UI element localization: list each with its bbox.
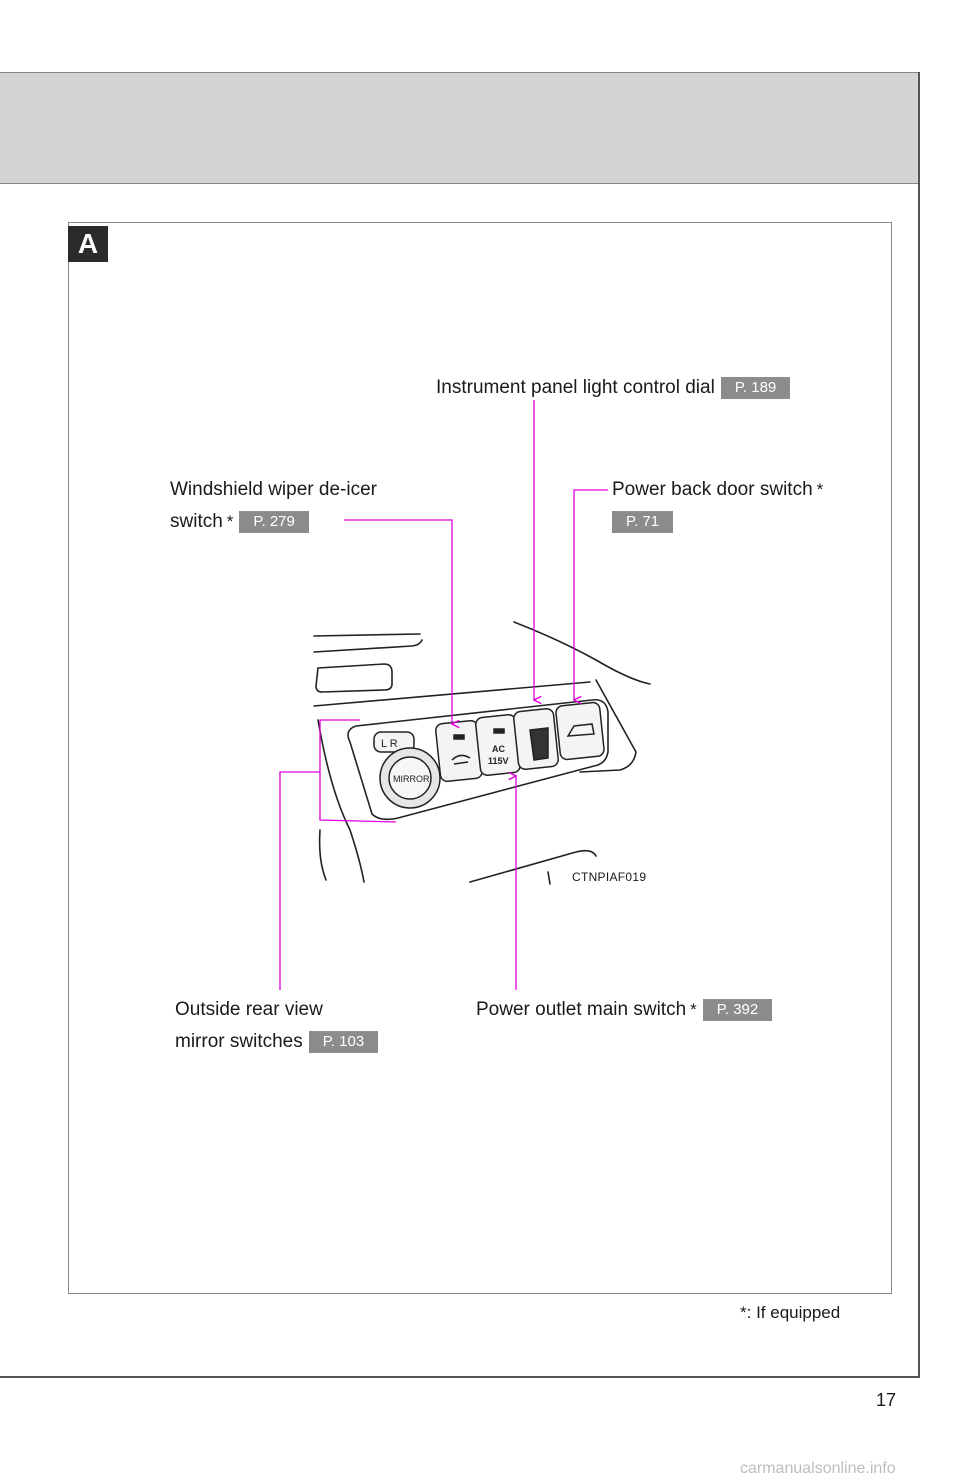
header-band bbox=[0, 72, 918, 184]
watermark: carmanualsonline.info bbox=[740, 1460, 896, 1477]
equipped-star: * bbox=[226, 512, 234, 531]
callout-wiper-deicer: Windshield wiper de-icer switch* P. 279 bbox=[170, 474, 377, 538]
equipped-star: * bbox=[816, 480, 824, 499]
equipped-star: * bbox=[690, 1000, 697, 1019]
callout-instrument-panel-label: Instrument panel light control dial bbox=[436, 377, 715, 398]
ref-instrument-panel[interactable]: P. 189 bbox=[720, 376, 791, 399]
page-frame-bottom bbox=[0, 1376, 920, 1378]
section-tab: A bbox=[68, 226, 108, 262]
page-number: 17 bbox=[876, 1390, 897, 1410]
callout-wiper-deicer-line1: Windshield wiper de-icer bbox=[170, 479, 377, 500]
ref-power-outlet[interactable]: P. 392 bbox=[702, 998, 773, 1021]
page-frame-right bbox=[918, 72, 920, 1378]
footnote-text: : If equipped bbox=[746, 1303, 841, 1322]
footnote: *: If equipped bbox=[740, 1303, 840, 1323]
callout-mirror-line1: Outside rear view bbox=[175, 999, 323, 1020]
ref-wiper-deicer[interactable]: P. 279 bbox=[239, 510, 309, 533]
figure-code: CTNPIAF019 bbox=[572, 870, 647, 884]
footnote-star: * bbox=[740, 1303, 747, 1322]
callout-power-outlet: Power outlet main switch* P. 392 bbox=[476, 994, 773, 1026]
ref-power-back-door[interactable]: P. 71 bbox=[612, 510, 674, 533]
callout-power-back-door: Power back door switch* P. 71 bbox=[612, 474, 823, 538]
callout-mirror-line2: mirror switches bbox=[175, 1031, 303, 1052]
ref-mirror-switches[interactable]: P. 103 bbox=[308, 1030, 379, 1053]
callout-wiper-deicer-line2: switch bbox=[170, 511, 223, 532]
section-box bbox=[68, 222, 892, 1294]
callout-power-back-door-label: Power back door switch bbox=[612, 479, 813, 500]
callout-power-outlet-label: Power outlet main switch bbox=[476, 999, 687, 1020]
